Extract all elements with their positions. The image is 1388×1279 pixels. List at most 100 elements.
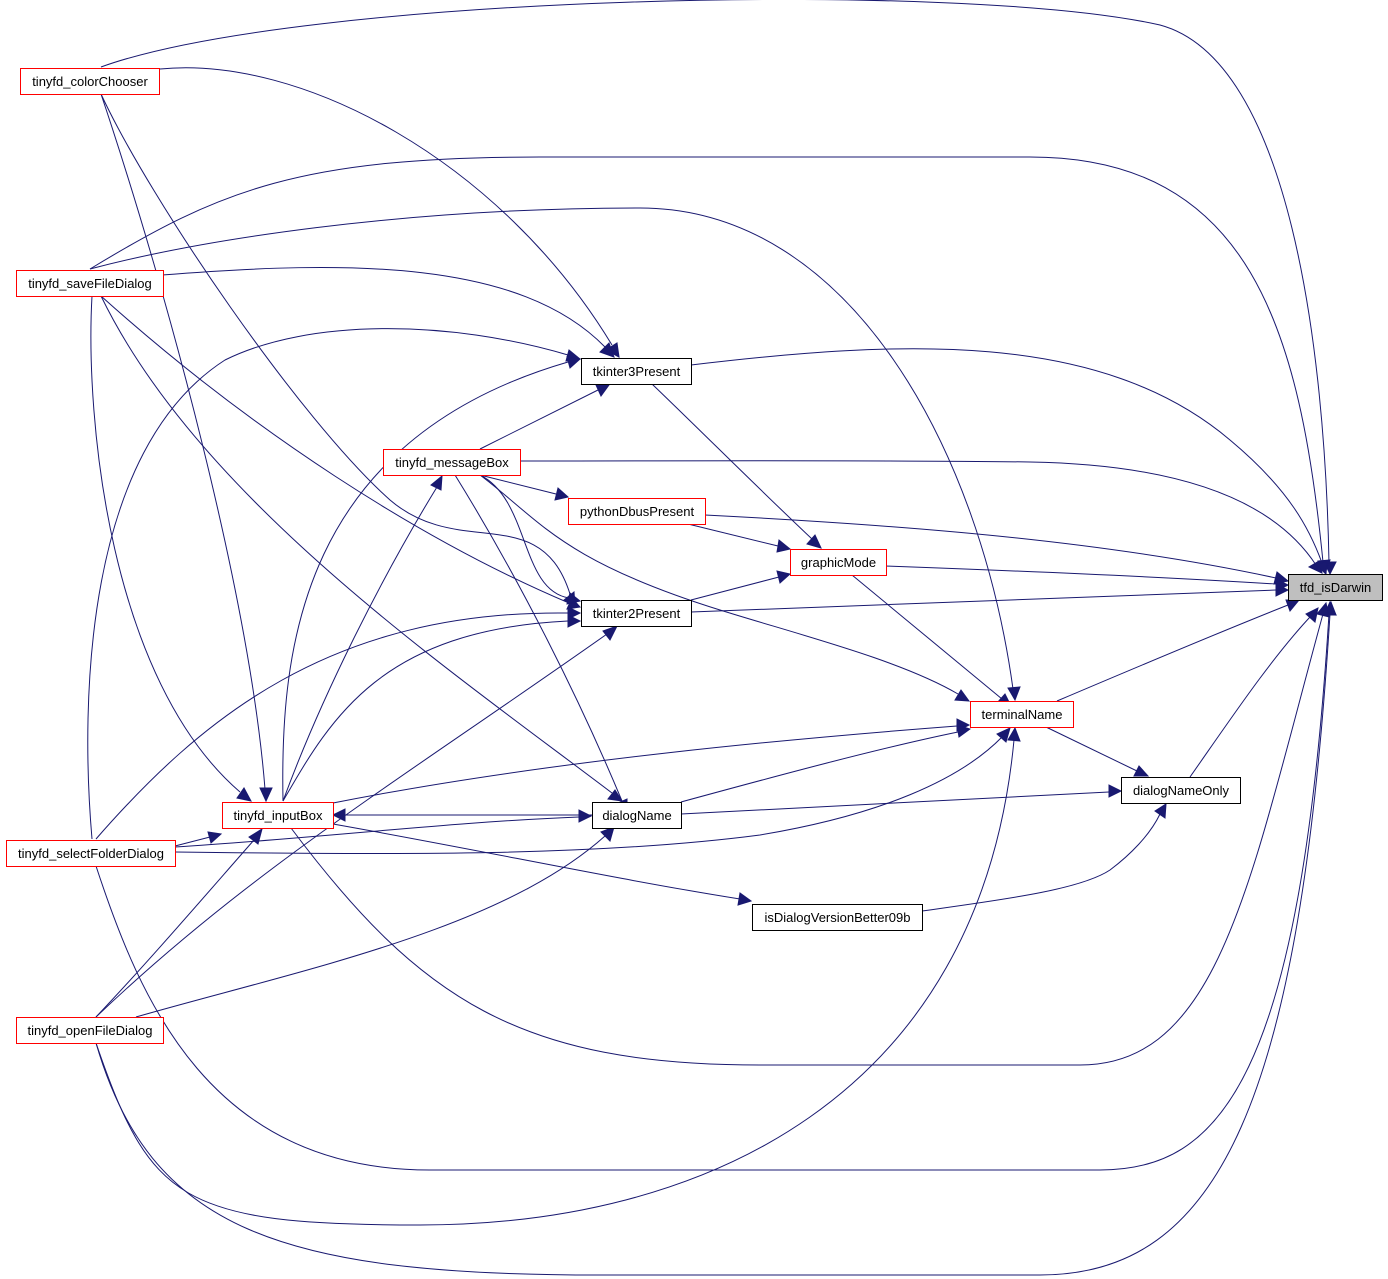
edge-line — [1056, 604, 1289, 702]
edge-messageBox-to-tkinter3Present — [479, 384, 610, 450]
edge-arrowhead — [737, 892, 753, 906]
edge-line — [282, 620, 569, 802]
node-messageBox[interactable]: tinyfd_messageBox — [383, 449, 521, 476]
edge-line — [1045, 726, 1138, 772]
edge-openFileDialog-to-tkinter2Present — [95, 625, 619, 1018]
edge-line — [332, 725, 958, 804]
edge-arrowhead — [248, 827, 263, 845]
edge-line — [100, 0, 1330, 564]
edge-line — [680, 791, 1110, 815]
node-box[interactable] — [581, 358, 692, 385]
edge-colorChooser-to-tkinter2Present — [100, 93, 576, 607]
edge-line — [454, 474, 623, 802]
edge-arrowhead — [331, 808, 346, 822]
edge-dialogNameOnly-to-isDarwin — [1189, 607, 1319, 778]
node-label: terminalName — [982, 707, 1063, 722]
node-box[interactable] — [1121, 777, 1241, 804]
node-colorChooser[interactable]: tinyfd_colorChooser — [20, 68, 160, 95]
edge-arrowhead — [1305, 607, 1319, 623]
node-isDarwin[interactable]: tfd_isDarwin — [1288, 574, 1383, 601]
edge-pythonDbusPresent-to-graphicMode — [687, 523, 792, 553]
edge-colorChooser-to-inputBox — [100, 93, 273, 803]
edge-inputBox-to-isDarwin — [290, 601, 1330, 1066]
node-label: isDialogVersionBetter09b — [765, 910, 911, 925]
edge-arrowhead — [566, 356, 582, 369]
edge-arrowhead — [236, 787, 252, 802]
edge-arrowhead — [954, 689, 971, 702]
node-label: dialogNameOnly — [1133, 783, 1230, 798]
node-box[interactable] — [6, 840, 176, 867]
edge-line — [290, 613, 1324, 1066]
edge-arrowhead — [259, 787, 273, 803]
edge-terminalName-to-dialogNameOnly — [1045, 726, 1150, 777]
edge-terminalName-to-isDarwin — [1056, 599, 1301, 702]
node-tkinter3Present[interactable]: tkinter3Present — [581, 358, 692, 385]
node-box[interactable] — [383, 449, 521, 476]
node-box[interactable] — [16, 270, 164, 297]
edge-line — [100, 93, 266, 790]
node-label: dialogName — [602, 808, 671, 823]
node-tkinter2Present[interactable]: tkinter2Present — [581, 600, 692, 627]
edge-line — [174, 736, 1003, 855]
edge-line — [921, 813, 1161, 912]
edge-openFileDialog-to-terminalName — [95, 726, 1021, 1226]
node-label: pythonDbusPresent — [580, 504, 695, 519]
node-label: tinyfd_openFileDialog — [27, 1023, 152, 1038]
edge-dialogName-to-inputBox — [331, 808, 592, 822]
edge-saveFileDialog-to-inputBox — [90, 295, 252, 802]
node-box[interactable] — [16, 1017, 164, 1044]
node-inputBox[interactable]: tinyfd_inputBox — [222, 802, 334, 829]
edge-arrowhead — [956, 724, 972, 738]
node-box[interactable] — [970, 701, 1074, 728]
node-label: tinyfd_messageBox — [395, 455, 509, 470]
edge-arrowhead — [554, 487, 570, 501]
edge-tkinter3Present-to-graphicMode — [651, 383, 822, 549]
edge-line — [885, 565, 1277, 585]
edge-line — [690, 576, 780, 601]
node-selectFolderDialog[interactable]: tinyfd_selectFolderDialog — [6, 840, 176, 867]
node-dialogName[interactable]: dialogName — [592, 802, 682, 829]
node-box[interactable] — [790, 549, 887, 576]
edge-line — [100, 295, 613, 794]
edge-arrowhead — [996, 727, 1011, 743]
node-box[interactable] — [1288, 574, 1383, 601]
edge-line — [174, 836, 211, 847]
edge-line — [100, 295, 570, 604]
edge-line — [479, 474, 557, 495]
edge-arrowhead — [1108, 784, 1123, 798]
node-terminalName[interactable]: terminalName — [970, 701, 1074, 728]
edge-inputBox-to-messageBox — [282, 474, 443, 802]
edge-arrowhead — [1316, 601, 1330, 618]
edge-dialogName-to-terminalName — [680, 724, 972, 803]
edge-line — [680, 731, 959, 803]
node-box[interactable] — [752, 904, 923, 931]
edge-line — [95, 612, 569, 840]
node-label: tinyfd_colorChooser — [32, 74, 148, 89]
node-box[interactable] — [222, 802, 334, 829]
edge-line — [174, 816, 580, 848]
edge-line — [332, 823, 741, 900]
node-graphicMode[interactable]: graphicMode — [790, 549, 887, 576]
node-box[interactable] — [20, 68, 160, 95]
edge-arrowhead — [1007, 726, 1021, 742]
edge-messageBox-to-pythonDbusPresent — [479, 474, 570, 501]
edge-arrowhead — [1275, 578, 1290, 592]
edge-arrowhead — [1133, 765, 1150, 777]
edge-selectFolderDialog-to-terminalName — [174, 727, 1011, 855]
edge-arrowhead — [1007, 686, 1021, 702]
node-label: tfd_isDarwin — [1300, 580, 1372, 595]
edge-line — [95, 739, 1015, 1226]
node-saveFileDialog[interactable]: tinyfd_saveFileDialog — [16, 270, 164, 297]
node-dialogNameOnly[interactable]: dialogNameOnly — [1121, 777, 1241, 804]
edge-line — [95, 633, 608, 1018]
edge-line — [89, 156, 1324, 563]
edge-line — [690, 348, 1323, 564]
node-box[interactable] — [581, 600, 692, 627]
node-box[interactable] — [568, 498, 706, 525]
node-openFileDialog[interactable]: tinyfd_openFileDialog — [16, 1017, 164, 1044]
node-label: tinyfd_selectFolderDialog — [18, 846, 164, 861]
node-isDialogVersionBetter09b[interactable]: isDialogVersionBetter09b — [752, 904, 923, 931]
node-pythonDbusPresent[interactable]: pythonDbusPresent — [568, 498, 706, 525]
node-box[interactable] — [592, 802, 682, 829]
edge-line — [851, 574, 1003, 700]
